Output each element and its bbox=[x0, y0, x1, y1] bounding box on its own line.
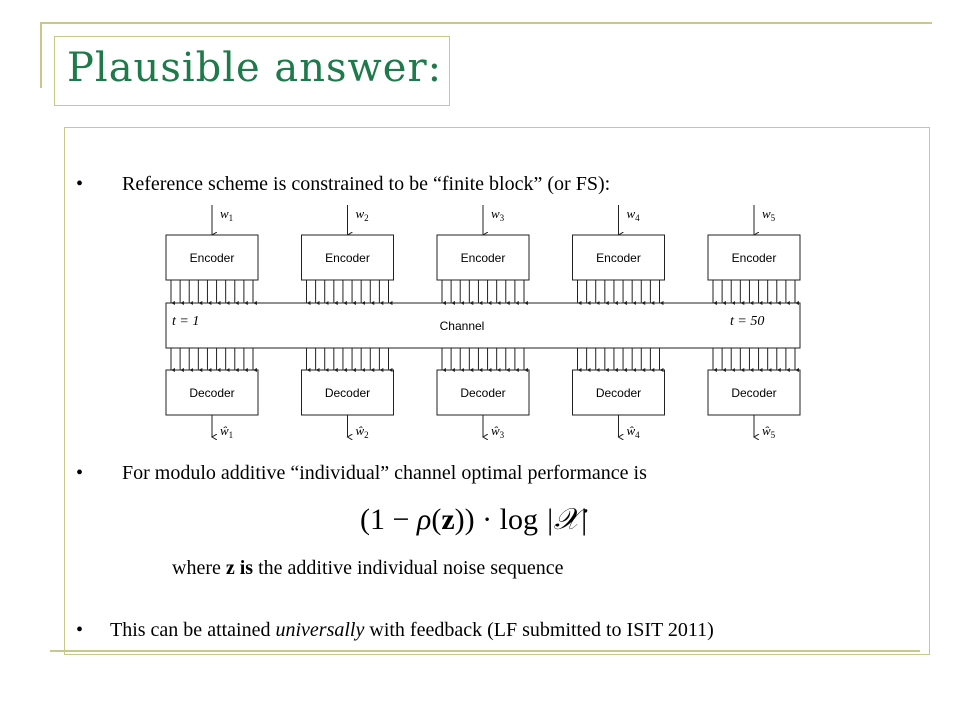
formula-rho: ρ bbox=[416, 503, 432, 536]
output-label: ŵ5 bbox=[762, 423, 776, 440]
input-label: w3 bbox=[491, 206, 505, 223]
t-end-label: t = 50 bbox=[730, 314, 764, 329]
decor-line-top bbox=[40, 22, 932, 24]
bullet-3-emphasis: universally bbox=[275, 619, 365, 641]
optimal-performance-formula: (1 − ρ(z)) · log |𝒳| bbox=[360, 503, 588, 537]
bullet-3-post: with feedback (LF submitted to ISIT 2011… bbox=[364, 619, 714, 641]
bullet-text-2: For modulo additive “individual” channel… bbox=[122, 462, 647, 484]
decoder-box bbox=[707, 369, 801, 416]
decoder-label: Decoder bbox=[596, 386, 641, 400]
formula-log: log bbox=[499, 503, 546, 536]
output-label: ŵ4 bbox=[627, 423, 641, 440]
encoder-box bbox=[165, 234, 259, 281]
encoder-box bbox=[572, 234, 665, 281]
bullet-dot-1: • bbox=[76, 173, 84, 195]
decoder-label: Decoder bbox=[189, 386, 234, 400]
decoder-box bbox=[572, 369, 665, 416]
where-post: the additive individual noise sequence bbox=[253, 557, 564, 579]
where-z: z bbox=[225, 557, 235, 579]
output-label: ŵ2 bbox=[356, 423, 369, 440]
formula-lparen: ( bbox=[431, 503, 442, 536]
output-label: ŵ3 bbox=[491, 423, 505, 440]
input-label: w2 bbox=[356, 206, 369, 223]
bullet-dot-3: • bbox=[76, 619, 84, 641]
channel-box bbox=[165, 302, 801, 349]
bullet-dot-2: • bbox=[76, 462, 84, 484]
bullet-text-3: This can be attained universally with fe… bbox=[110, 619, 714, 642]
bullet-3-pre: This can be attained bbox=[110, 619, 276, 641]
where-is: is bbox=[234, 557, 254, 579]
input-label: w1 bbox=[220, 206, 233, 223]
input-label: w5 bbox=[762, 206, 776, 223]
formula-dot: · bbox=[474, 503, 500, 536]
encoder-label: Encoder bbox=[325, 251, 370, 265]
encoder-label: Encoder bbox=[461, 251, 506, 265]
t-start-label: t = 1 bbox=[172, 314, 199, 329]
decoder-label: Decoder bbox=[325, 386, 370, 400]
decoder-box bbox=[436, 369, 530, 416]
encoder-box bbox=[436, 234, 530, 281]
title-box: Plausible answer: bbox=[54, 36, 450, 106]
decor-line-bottom bbox=[50, 650, 920, 652]
channel-label: Channel bbox=[440, 319, 485, 333]
decoder-label: Decoder bbox=[460, 386, 505, 400]
formula-z: z bbox=[441, 503, 455, 536]
encoder-box bbox=[707, 234, 801, 281]
output-label: ŵ1 bbox=[220, 423, 233, 440]
encoder-label: Encoder bbox=[732, 251, 777, 265]
encoder-label: Encoder bbox=[596, 251, 641, 265]
decor-line-left bbox=[40, 22, 42, 88]
formula-open: (1 − bbox=[360, 503, 417, 536]
finite-block-diagram: Channel t = 1 t = 50 w1EncoderDecoderŵ1w… bbox=[165, 205, 801, 440]
decoder-box bbox=[301, 369, 394, 416]
bullet-text-1: Reference scheme is constrained to be “f… bbox=[122, 173, 611, 195]
input-label: w4 bbox=[627, 206, 641, 223]
encoder-label: Encoder bbox=[190, 251, 235, 265]
decoder-label: Decoder bbox=[731, 386, 776, 400]
where-pre: where bbox=[172, 557, 226, 579]
encoder-box bbox=[301, 234, 394, 281]
formula-rparen: )) bbox=[454, 503, 475, 536]
slide-title: Plausible answer: bbox=[67, 45, 443, 91]
content-box bbox=[64, 127, 930, 655]
decoder-box bbox=[165, 369, 259, 416]
diagram-static: Channel t = 1 t = 50 bbox=[165, 302, 801, 349]
formula-alphabet: |𝒳| bbox=[545, 503, 588, 536]
where-line: where z is the additive individual noise… bbox=[172, 557, 564, 580]
